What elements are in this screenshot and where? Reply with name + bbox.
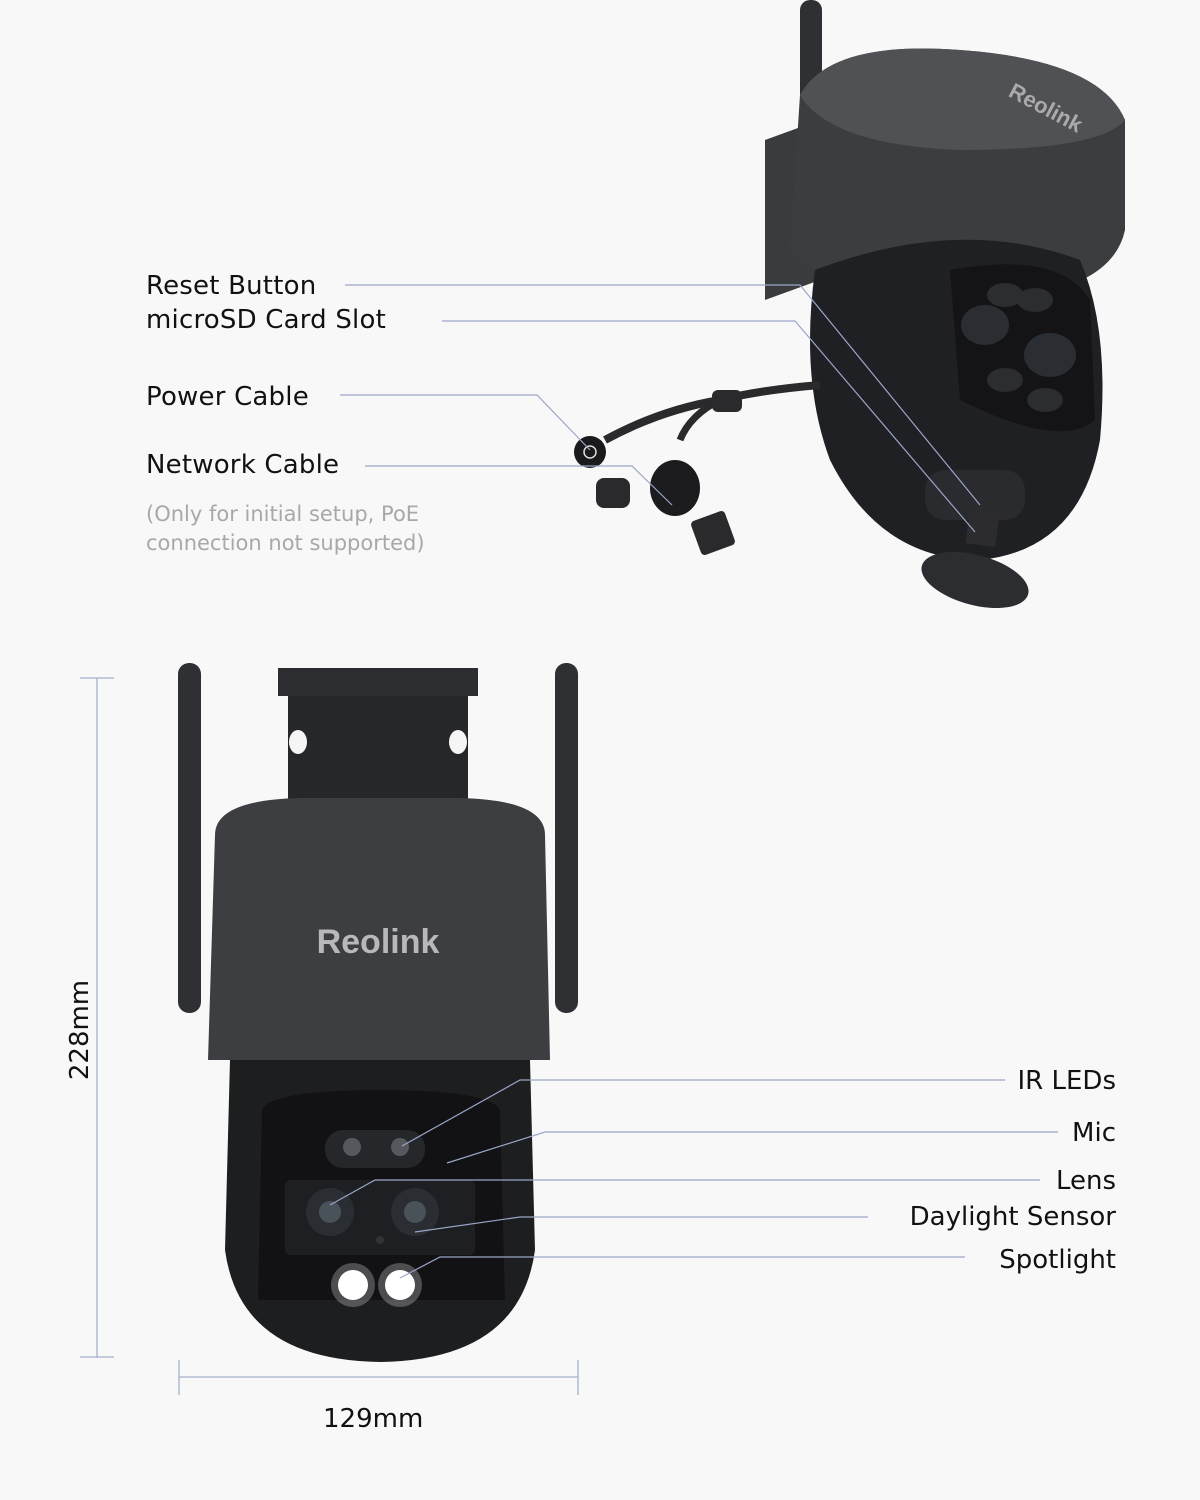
- dimension-width: 129mm: [323, 1404, 424, 1434]
- label-power-cable: Power Cable: [146, 382, 309, 412]
- label-network-cable: Network Cable: [146, 450, 340, 480]
- label-reset-button: Reset Button: [146, 271, 317, 301]
- label-ir-leds: IR LEDs: [1017, 1066, 1116, 1096]
- network-note-line2: connection not supported): [146, 531, 425, 555]
- antenna-left-icon: [178, 663, 201, 1013]
- dimension-height: 228mm: [65, 979, 95, 1081]
- label-lens: Lens: [1055, 1166, 1116, 1196]
- label-mic: Mic: [1072, 1118, 1116, 1148]
- label-spotlight: Spotlight: [999, 1245, 1116, 1275]
- antenna-right-icon: [555, 663, 578, 1013]
- brand-logo-front: Reolink: [317, 923, 440, 961]
- label-microsd-slot: microSD Card Slot: [146, 305, 386, 335]
- network-connector-icon: [650, 460, 700, 516]
- dimension-lines: [80, 677, 579, 1395]
- network-note-line1: (Only for initial setup, PoE: [146, 502, 420, 526]
- power-connector-icon: [574, 436, 606, 468]
- label-daylight-sensor: Daylight Sensor: [909, 1202, 1116, 1232]
